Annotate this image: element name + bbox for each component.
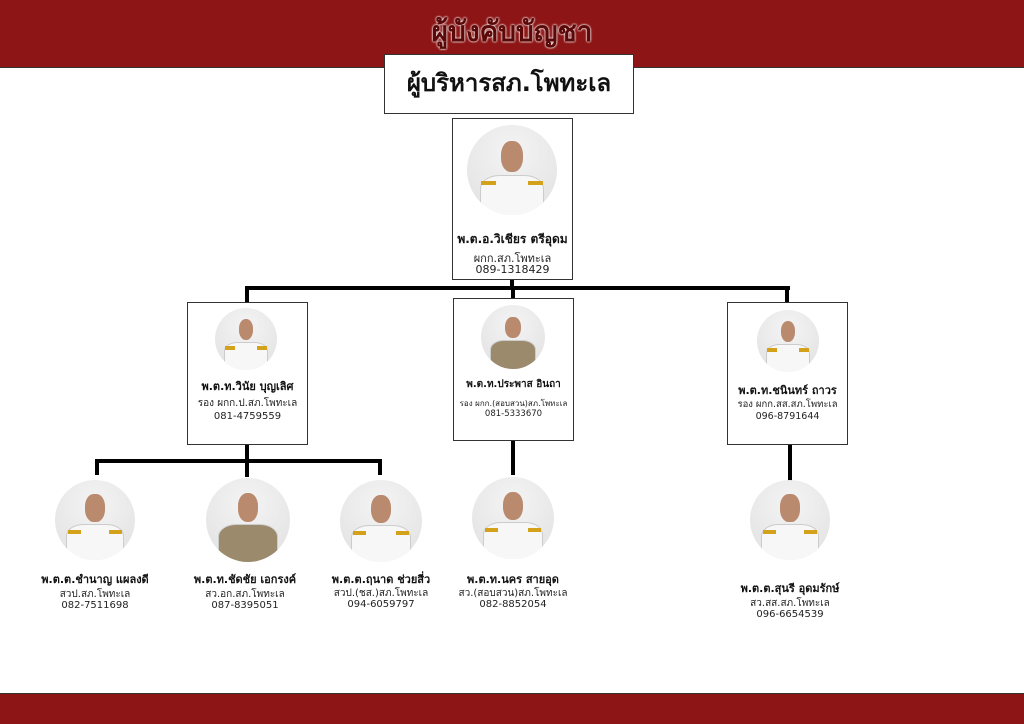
avatar (481, 305, 545, 369)
avatar (206, 478, 290, 562)
connector (95, 459, 99, 475)
person-name: พ.ต.ต.ชำนาญ แผลงดี (41, 573, 149, 586)
connector (785, 286, 789, 302)
section-title: ผู้บริหารสภ.โพทะเล (384, 54, 634, 114)
person-phone: 081-4759559 (213, 411, 282, 422)
connector (510, 280, 514, 290)
connector (511, 441, 515, 475)
avatar (467, 125, 557, 215)
person-position: สว.สส.สภ.โพทะเล (750, 598, 830, 609)
connector (378, 459, 382, 475)
person-name: พ.ต.ท.ประพาส อินถา (466, 379, 561, 390)
person-position: รอง ผกก.(สอบสวน)สภ.โพทะเล (459, 399, 568, 408)
avatar (472, 477, 554, 559)
person-name: พ.ต.ต.ฤนาด ช่วยสี่ว (331, 573, 431, 586)
person-position: ผกก.สภ.โพทะเล (473, 252, 552, 265)
person-name: พ.ต.ต.สุนรี อุดมรักษ์ (740, 582, 840, 595)
connector (245, 286, 249, 302)
person-position: รอง ผกก.สส.สภ.โพทะเล (737, 399, 838, 410)
connector (245, 286, 790, 290)
connector (788, 445, 792, 482)
footer-bar (0, 693, 1024, 724)
avatar (750, 480, 830, 560)
person-name: พ.ต.ท.นคร สายอุด (467, 573, 559, 586)
person-position: สว.อก.สภ.โพทะเล (205, 589, 285, 600)
person-phone: 087-8395051 (211, 600, 279, 611)
person-name: พ.ต.อ.วิเชียร ตรีอุดม (457, 232, 568, 246)
person-name: พ.ต.ท.วินัย บุญเลิศ (201, 380, 294, 393)
connector (511, 286, 515, 298)
avatar (757, 310, 819, 372)
person-position: สว.(สอบสวน)สภ.โพทะเล (458, 588, 568, 599)
connector (245, 445, 249, 461)
person-phone: 082-7511698 (61, 600, 129, 611)
avatar (215, 308, 277, 370)
person-phone: 096-6654539 (756, 609, 824, 620)
person-phone: 081-5333670 (484, 409, 543, 419)
person-phone: 096-8791644 (755, 411, 820, 422)
connector (95, 459, 382, 463)
avatar (340, 480, 422, 562)
person-position: สวป.(ชส.)สภ.โพทะเล (333, 588, 429, 599)
avatar (55, 480, 135, 560)
person-name: พ.ต.ท.ชนินทร์ ถาวร (738, 384, 837, 397)
person-position: สวป.สภ.โพทะเล (59, 589, 131, 600)
connector (245, 459, 249, 477)
person-name: พ.ต.ท.ชัดชัย เอกรงค์ (193, 573, 297, 586)
person-position: รอง ผกก.ป.สภ.โพทะเล (197, 398, 298, 409)
person-phone: 094-6059797 (347, 599, 415, 610)
person-phone: 082-8852054 (479, 599, 547, 610)
person-phone: 089-1318429 (475, 263, 550, 276)
page-title: ผู้บังคับบัญชา (431, 15, 593, 48)
